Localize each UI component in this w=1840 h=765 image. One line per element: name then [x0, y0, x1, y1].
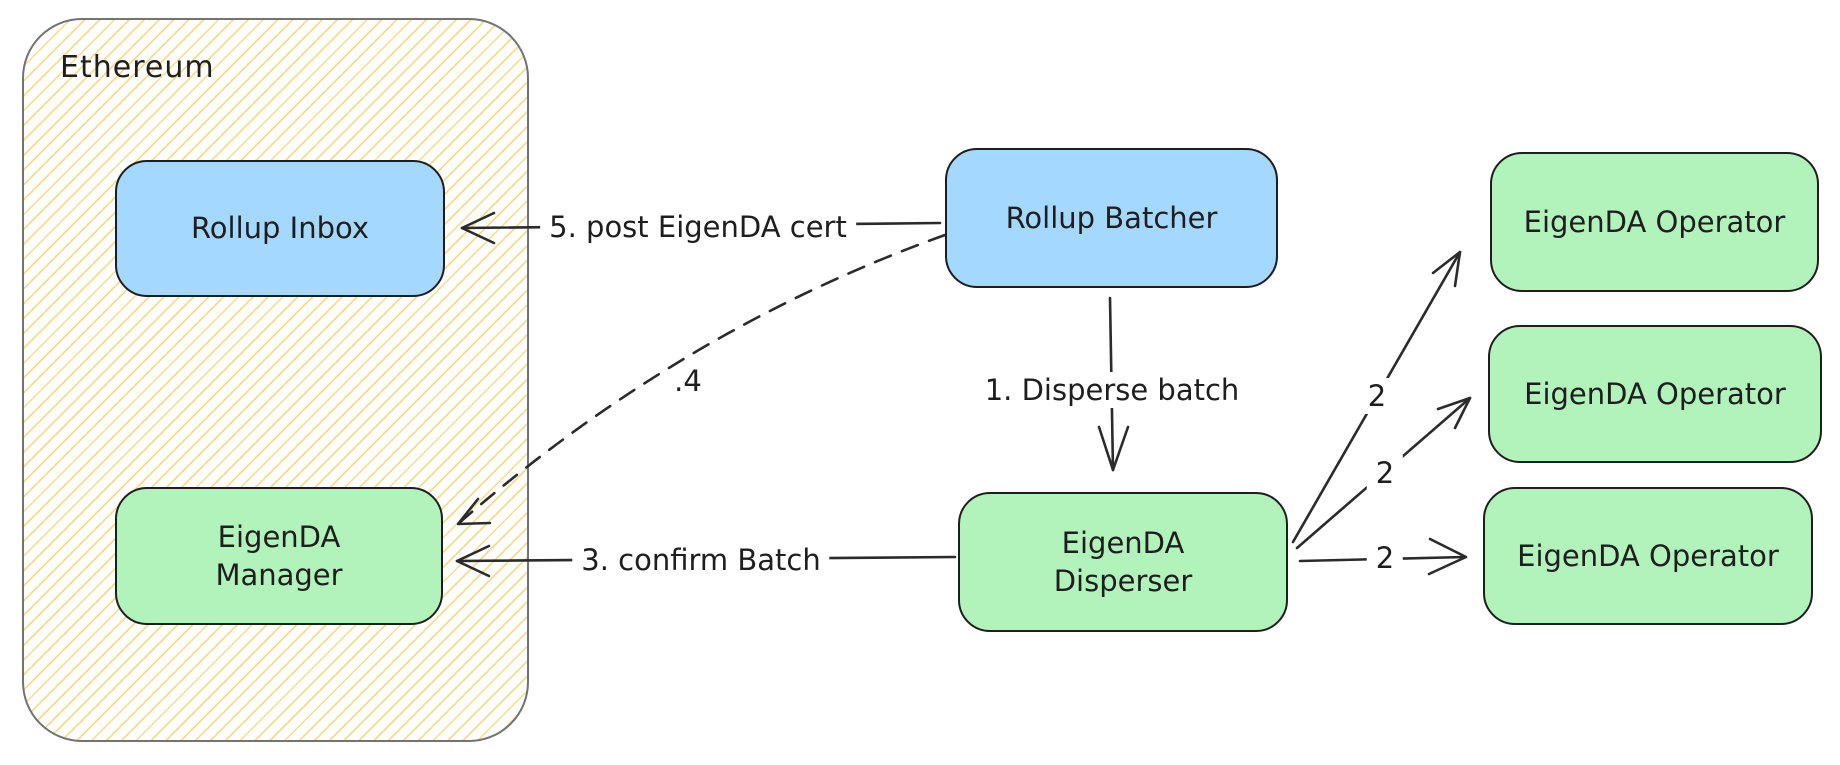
edge-label-send-to-operator-1: 2: [1358, 378, 1396, 414]
node-eigenda-operator-1[interactable]: EigenDA Operator: [1490, 152, 1819, 292]
eigenda-operator-3-label: EigenDA Operator: [1517, 538, 1779, 573]
node-eigenda-manager[interactable]: EigenDA Manager: [115, 487, 443, 625]
node-eigenda-disperser[interactable]: EigenDA Disperser: [958, 492, 1288, 632]
eigenda-operator-2-label: EigenDA Operator: [1524, 376, 1786, 411]
rollup-inbox-label: Rollup Inbox: [190, 211, 370, 246]
ethereum-container-label: Ethereum: [60, 50, 215, 85]
edge-label-send-to-operator-2: 2: [1366, 455, 1404, 491]
eigenda-operator-1-label: EigenDA Operator: [1523, 204, 1786, 239]
edge-label-post-cert: 5. post EigenDA cert: [540, 209, 856, 245]
rollup-batcher-label: Rollup Batcher: [1005, 200, 1218, 235]
edge-label-disperse-batch: 1. Disperse batch: [975, 372, 1249, 408]
edge-label-confirm-batch: 3. confirm Batch: [572, 542, 830, 578]
node-eigenda-operator-2[interactable]: EigenDA Operator: [1488, 325, 1822, 463]
node-rollup-batcher[interactable]: Rollup Batcher: [945, 148, 1278, 288]
edge-label-cert-to-manager: .4: [674, 364, 702, 398]
edge-label-send-to-operator-3: 2: [1366, 540, 1404, 576]
node-eigenda-operator-3[interactable]: EigenDA Operator: [1483, 487, 1813, 625]
eigenda-disperser-label: EigenDA Disperser: [1053, 525, 1193, 598]
node-rollup-inbox[interactable]: Rollup Inbox: [115, 160, 445, 297]
eigenda-manager-label: EigenDA Manager: [215, 519, 343, 592]
ethereum-container[interactable]: Ethereum: [22, 18, 529, 742]
